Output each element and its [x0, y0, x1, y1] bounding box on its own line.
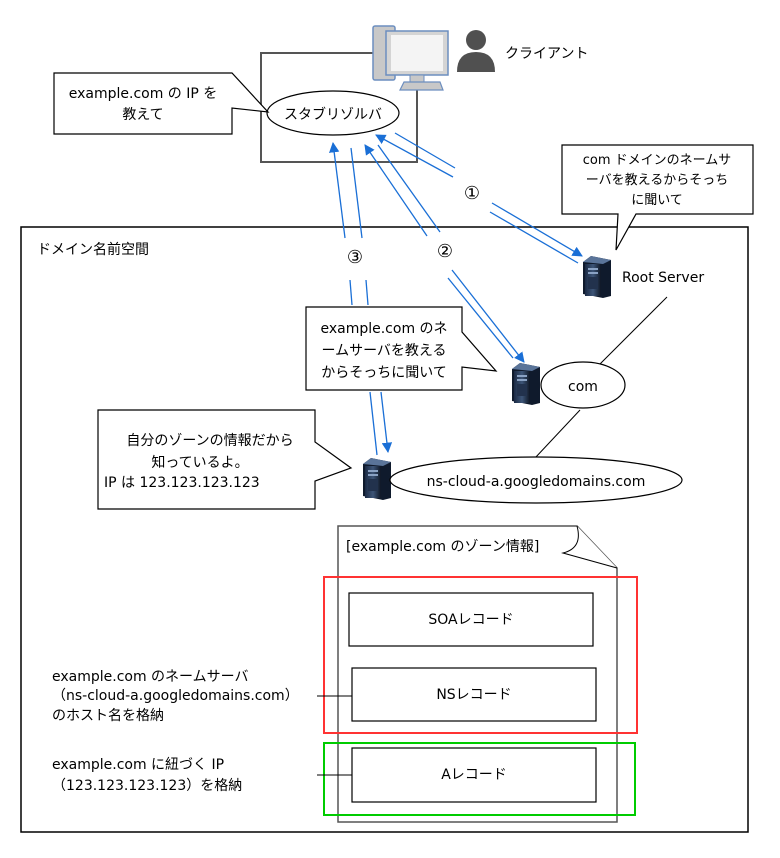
ns-group-highlight	[323, 576, 638, 734]
root-server-icon	[583, 256, 611, 298]
a-record-label: Aレコード	[441, 767, 507, 783]
arrow-root-to-resolver	[375, 134, 454, 178]
arrow-resolver-to-root-a	[394, 132, 456, 169]
ns-server-icon	[363, 458, 391, 500]
root-com-link	[599, 296, 668, 365]
arrow-ns-to-resolver	[329, 141, 346, 239]
arrow-resolver-to-com-a	[377, 144, 441, 233]
arrow-com-to-resolver-b	[447, 277, 514, 359]
arrow-resolver-to-root-b	[491, 202, 583, 257]
client-callout-line: example.com の IP を	[69, 86, 218, 102]
arrow-com-to-resolver	[364, 144, 428, 237]
user-icon	[457, 30, 495, 72]
ns-record	[351, 667, 597, 722]
arrow-root-to-resolver-b	[489, 211, 579, 264]
a-note-line: example.com に紐づく IP	[52, 757, 224, 773]
computer-icon	[372, 25, 449, 91]
com-callout-line: からそっちに聞いて	[321, 365, 447, 381]
a-note-line: （123.123.123.123）を格納	[52, 778, 242, 794]
step-2-label: ②	[437, 241, 453, 262]
com-server-icon	[512, 363, 540, 405]
ns-note-line: のホスト名を格納	[52, 708, 164, 724]
arrow-ns-to-resolver-mid	[349, 279, 353, 306]
stub-resolver-label: スタブリゾルバ	[284, 106, 382, 123]
ns-node	[389, 456, 683, 504]
soa-record-label: SOAレコード	[428, 612, 513, 628]
a-record-note: example.com に紐づく IP （123.123.123.123）を格納	[52, 757, 242, 794]
ns-callout-line: IP は 123.123.123.123	[104, 475, 260, 491]
soa-record	[348, 592, 594, 647]
domain-namespace-title: ドメイン名前空間	[37, 241, 149, 258]
arrow-resolver-to-com-b	[451, 269, 525, 363]
root-callout-line: に聞いて	[631, 193, 683, 208]
com-server-callout: example.com のネ ームサーバを教える からそっちに聞いて	[305, 306, 498, 391]
client-callout-line: 教えて	[122, 107, 163, 123]
stub-resolver	[266, 90, 400, 136]
com-label: com	[568, 379, 598, 395]
root-callout-line: com ドメインのネームサ	[583, 153, 732, 168]
arrow-resolver-to-ns-mid	[365, 279, 369, 306]
domain-namespace-box	[20, 226, 749, 833]
root-server-label: Root Server	[622, 270, 704, 286]
ns-callout-line: 知っているよ。	[151, 454, 248, 471]
zone-title: [example.com のゾーン情報]	[346, 539, 539, 555]
ns-note-line: example.com のネームサーバ	[52, 669, 249, 685]
arrow-resolver-to-ns-a	[350, 147, 363, 239]
com-node	[540, 361, 626, 409]
step-3-label: ③	[347, 247, 363, 268]
com-callout-line: ームサーバを教える	[321, 343, 446, 359]
client-label: クライアント	[505, 46, 588, 62]
ns-record-label: NSレコード	[436, 687, 511, 703]
ns-record-note: example.com のネームサーバ （ns-cloud-a.googledo…	[52, 669, 299, 724]
a-record	[351, 747, 597, 803]
ns-server-callout: 自分のゾーンの情報だから 知っているよ。 IP は 123.123.123.12…	[97, 409, 353, 510]
com-ns-link	[534, 409, 581, 459]
ns-label: ns-cloud-a.googledomains.com	[427, 474, 646, 490]
query-arrows	[329, 132, 583, 456]
a-group-highlight	[323, 742, 636, 816]
arrow-ns-to-resolver-c	[369, 391, 378, 456]
step-1-label: ①	[464, 183, 480, 204]
ns-callout-line: 自分のゾーンの情報だから	[126, 433, 293, 449]
client-callout: example.com の IP を 教えて	[53, 72, 270, 135]
arrow-resolver-to-ns-c	[380, 391, 393, 454]
ns-note-line: （ns-cloud-a.googledomains.com）	[52, 688, 299, 704]
root-callout-line: ーバを教えるからそっち	[586, 172, 728, 188]
com-callout-line: example.com のネ	[320, 321, 447, 337]
root-server-callout: com ドメインのネームサ ーバを教えるからそっち に聞いて	[561, 144, 754, 251]
